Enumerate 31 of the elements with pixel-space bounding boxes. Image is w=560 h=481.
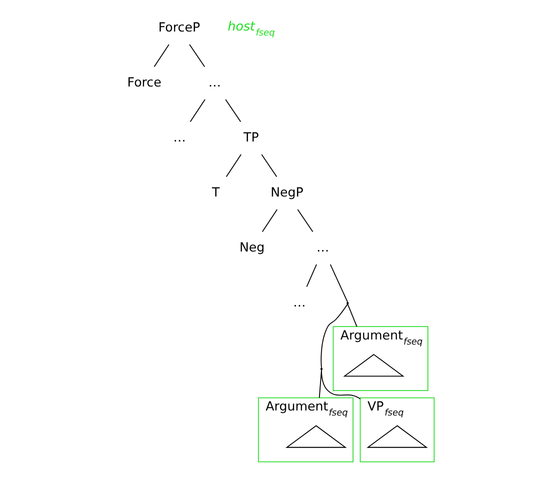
node-text: …	[172, 130, 186, 145]
node-triangle	[284, 425, 346, 448]
node-text: Force	[126, 74, 161, 90]
node-text: …	[316, 239, 329, 254]
node-text: TP	[243, 130, 258, 145]
node-text: …	[208, 74, 220, 90]
connector	[225, 154, 241, 178]
node-text: NegP	[270, 184, 303, 200]
label: host$_{fseq}$	[227, 18, 274, 39]
connector	[260, 154, 277, 178]
node-text: …	[292, 294, 306, 310]
connector	[346, 304, 357, 328]
connector	[296, 209, 313, 232]
node-text: ForceP	[158, 20, 200, 35]
connector	[189, 99, 205, 122]
connector	[153, 44, 169, 68]
node-triangle	[366, 425, 428, 448]
cluster: VP$_{fseq}$	[359, 397, 434, 462]
node-point	[346, 302, 348, 304]
connector	[320, 369, 360, 400]
node-text: T	[211, 184, 220, 200]
cluster: Argument$_{fseq}$	[257, 397, 353, 462]
node-text: Neg	[238, 239, 264, 254]
connector	[188, 44, 205, 68]
connector	[224, 99, 241, 122]
node-triangle	[342, 354, 404, 377]
connector	[261, 209, 278, 232]
cluster: Argument$_{fseq}$	[332, 326, 428, 392]
connector	[329, 264, 348, 303]
connector	[306, 264, 316, 288]
connector	[320, 304, 348, 368]
